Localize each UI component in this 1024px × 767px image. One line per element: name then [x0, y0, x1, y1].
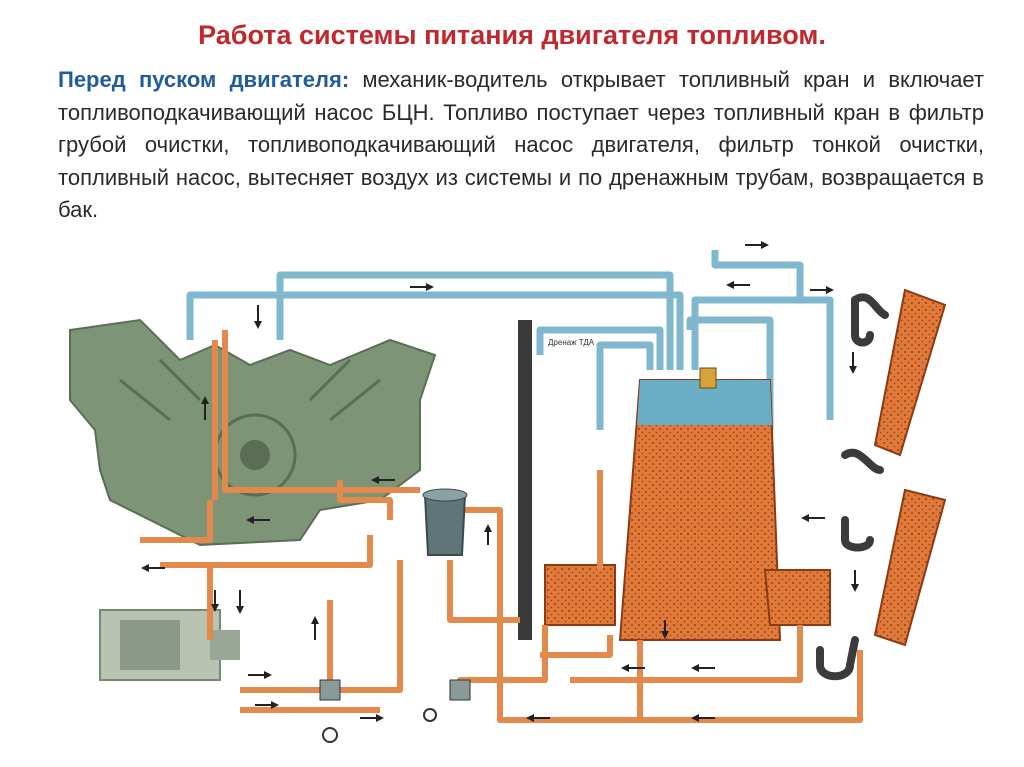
side-tank-left [544, 564, 616, 626]
description-text: механик-водитель открывает топливный кра… [58, 67, 985, 222]
slide-title: Работа системы питания двигателя топливо… [198, 20, 826, 50]
drain-pipes-blue [186, 250, 834, 430]
lead-phrase: Перед пуском двигателя: [58, 67, 350, 92]
flow-arrows [141, 241, 859, 722]
fine-fuel-filter [422, 488, 468, 556]
tank-return-pipes [816, 293, 889, 681]
inclined-tank-lower [873, 488, 947, 647]
side-tank-right [763, 569, 831, 626]
main-fuel-tank [618, 367, 782, 641]
drain-column [518, 320, 532, 640]
fuel-valve-1 [319, 679, 341, 743]
starter-generator [99, 609, 240, 681]
drain-label: Дренаж ТДА [548, 338, 595, 347]
engine-block [69, 318, 437, 547]
inclined-tank-upper [873, 288, 947, 457]
fuel-valve-2 [423, 679, 471, 722]
fuel-pipes-orange [140, 330, 863, 723]
description-paragraph: Перед пуском двигателя: механик-водитель… [58, 64, 984, 227]
